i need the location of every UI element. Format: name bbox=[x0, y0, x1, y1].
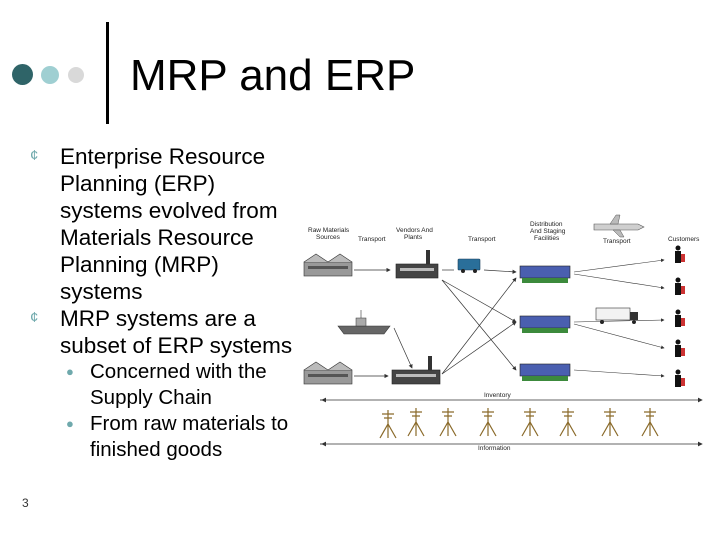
raw-materials-factory-icon bbox=[303, 361, 353, 385]
semi-truck-icon bbox=[595, 307, 638, 324]
truck-icon bbox=[457, 258, 481, 273]
label-inventory: Inventory bbox=[484, 392, 511, 399]
decor-dot-light bbox=[68, 67, 84, 83]
plant-icon bbox=[391, 356, 441, 385]
bullet-item: ¢ Enterprise Resource Planning (ERP) sys… bbox=[30, 143, 300, 305]
airplane-icon bbox=[593, 214, 645, 238]
customer-icon bbox=[675, 277, 685, 295]
distribution-facility-icon bbox=[519, 363, 571, 381]
bullet-marker-icon: ¢ bbox=[30, 147, 39, 164]
decor-dot-dark bbox=[12, 64, 33, 85]
label-customers: Customers bbox=[668, 236, 700, 243]
sub-bullet-text: Concerned with the Supply Chain bbox=[90, 360, 267, 409]
sub-bullet-item: ● From raw materials to finished goods bbox=[60, 411, 300, 463]
slide-title: MRP and ERP bbox=[130, 51, 416, 100]
sub-bullet-marker-icon: ● bbox=[66, 416, 74, 431]
bullet-text: Enterprise Resource Planning (ERP) syste… bbox=[60, 144, 278, 304]
sub-bullet-text: From raw materials to finished goods bbox=[90, 412, 289, 461]
bullet-item: ¢ MRP systems are a subset of ERP system… bbox=[30, 305, 300, 359]
title-divider bbox=[106, 22, 109, 124]
customer-icon bbox=[675, 309, 685, 327]
customer-icon bbox=[675, 245, 685, 263]
plant-icon bbox=[395, 250, 439, 279]
customer-icon bbox=[675, 369, 685, 387]
decor-dot-mid bbox=[41, 66, 59, 84]
label-information: Information bbox=[478, 445, 511, 452]
bullet-text: MRP systems are a subset of ERP systems bbox=[60, 306, 293, 358]
customer-icon bbox=[675, 339, 685, 357]
distribution-facility-icon bbox=[519, 315, 571, 333]
sub-bullet-marker-icon: ● bbox=[66, 364, 74, 379]
bullet-list: ¢ Enterprise Resource Planning (ERP) sys… bbox=[30, 143, 300, 463]
bullet-marker-icon: ¢ bbox=[30, 309, 39, 326]
label-transport-2: Transport bbox=[468, 236, 496, 243]
page-number: 3 bbox=[22, 496, 29, 510]
telephone-poles-icon bbox=[379, 408, 659, 439]
label-transport-3: Transport bbox=[603, 238, 631, 245]
distribution-facility-icon bbox=[519, 265, 571, 283]
sub-bullet-item: ● Concerned with the Supply Chain bbox=[60, 359, 300, 411]
raw-materials-factory-icon bbox=[303, 253, 353, 277]
label-transport-1: Transport bbox=[358, 236, 386, 243]
ship-icon bbox=[337, 310, 391, 335]
